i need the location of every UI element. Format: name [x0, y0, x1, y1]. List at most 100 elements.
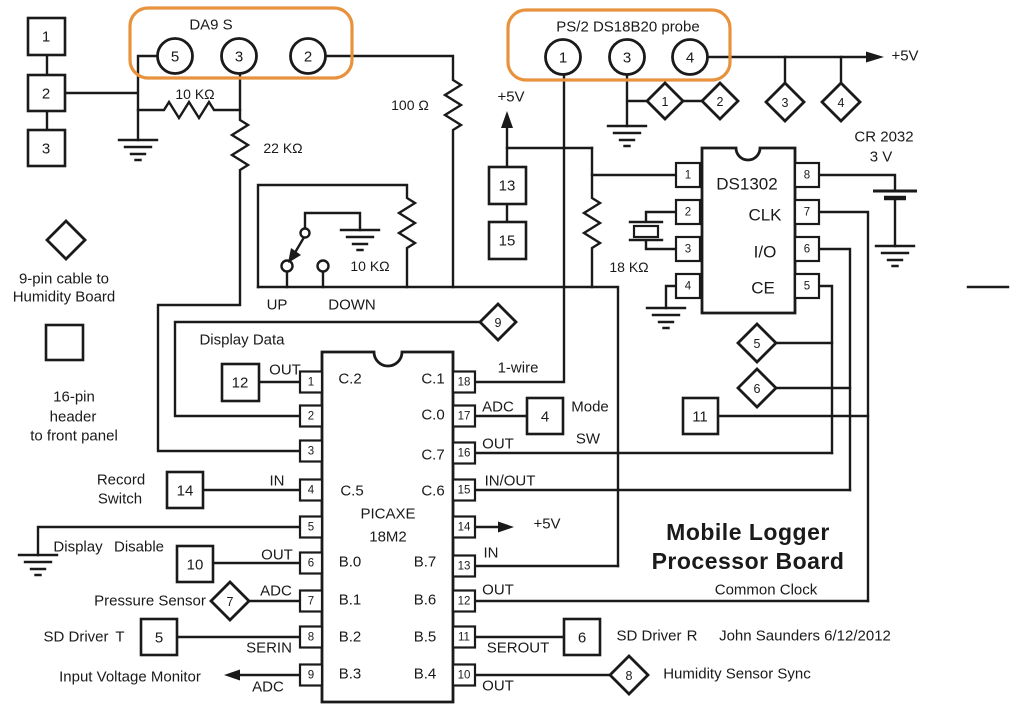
pin-number: 10	[458, 670, 471, 682]
plus5v-label: +5V	[891, 48, 918, 65]
header-box	[26, 16, 67, 57]
pin-number: 3	[685, 244, 691, 256]
picaxe-pin-boxes	[298, 370, 477, 687]
da9-label: DA9 S	[189, 17, 232, 34]
da9-pin-circle	[289, 37, 327, 75]
header-box-number: 1	[42, 29, 50, 46]
connector-da9: DA9 S 5 3 2	[128, 6, 354, 80]
header-box-number: 13	[499, 178, 516, 195]
diamond-pin	[764, 81, 806, 123]
pin-box	[674, 161, 702, 189]
pin-number: 13	[458, 561, 471, 573]
pin-box	[674, 198, 702, 226]
port-label: B.4	[414, 666, 437, 683]
sd-driver-r-label: R	[687, 628, 698, 645]
humidity-sync-label: Humidity Sensor Sync	[663, 666, 811, 683]
pin-box	[298, 515, 324, 539]
ground-icon	[117, 138, 159, 162]
signal-label: OUT	[269, 362, 301, 379]
signal-label: OUT	[482, 582, 514, 599]
pin-number: 1	[685, 170, 691, 182]
pin-box	[451, 370, 477, 394]
battery-name: CR 2032	[854, 129, 913, 146]
pin-number: 4	[685, 281, 692, 293]
header-box	[139, 617, 179, 657]
switch-up-label: UP	[267, 297, 288, 314]
diamond-number: 6	[754, 382, 761, 396]
signal-label: OUT	[261, 547, 293, 564]
pin-box	[298, 589, 324, 613]
credit-label: John Saunders 6/12/2012	[719, 628, 891, 645]
da9-pin-number: 3	[235, 49, 243, 66]
resistor-value: 18 KΩ	[609, 259, 648, 275]
legend-square-caption: to front panel	[30, 428, 118, 445]
humidity-diamonds: 1 2 3 4 9 5 6 7 8	[209, 81, 862, 696]
picaxe-pin-numbers: 1 2 3 4 5 6 7 8 9 18 17 16 15 14 13 12 1…	[308, 377, 471, 682]
diamond-pin	[820, 81, 862, 123]
legend-square-caption: header	[50, 409, 97, 426]
port-label: B.5	[414, 629, 437, 646]
legend-square-caption: 16-pin	[53, 389, 95, 406]
da9-pin-number: 5	[171, 49, 179, 66]
ground-icon	[645, 306, 687, 330]
switch-down-label: DOWN	[328, 297, 376, 314]
ps2-pin-circle	[671, 38, 709, 76]
mode-sw-label: SW	[576, 431, 601, 448]
port-label: C.0	[421, 407, 444, 424]
legend-diamond-caption: 9-pin cable to	[19, 271, 109, 288]
pin-box	[674, 272, 702, 300]
signal-label: SEROUT	[487, 640, 550, 657]
pin-number: 8	[308, 632, 314, 644]
ps2-pin-circle	[608, 38, 646, 76]
header-box-number: 4	[541, 409, 549, 426]
ps2-outline	[506, 8, 732, 82]
ps2-pin-number: 1	[559, 50, 567, 67]
port-label: C.1	[421, 371, 444, 388]
diamond-number: 1	[662, 95, 669, 109]
port-label: B.3	[339, 666, 362, 683]
diamond-number: 7	[227, 595, 234, 609]
diamond-pin	[645, 81, 685, 121]
header-box	[175, 544, 215, 584]
header-box-number: 5	[155, 630, 163, 647]
resistor-value: 10 KΩ	[175, 86, 214, 102]
pin-number: 4	[308, 485, 315, 497]
header-box	[681, 396, 720, 436]
pin-box	[451, 478, 477, 502]
header-box	[165, 470, 205, 510]
pin-box	[451, 441, 477, 465]
pin-number: 1	[308, 377, 314, 389]
pin-number: 2	[685, 207, 691, 219]
pin-number: 11	[458, 632, 470, 644]
pin-box	[793, 161, 821, 189]
pin-box	[451, 625, 477, 649]
picaxe-name: PICAXE	[360, 506, 415, 523]
signal-label: ADC	[252, 679, 284, 696]
legend-square-icon	[44, 323, 85, 362]
pin-box	[298, 370, 324, 394]
ground-icon	[874, 244, 916, 268]
pin-box	[298, 625, 324, 649]
ps2-pin-number: 3	[623, 50, 631, 67]
picaxe-port-labels: C.2 C.5 B.0 B.1 B.2 B.3 C.1 C.0 C.7 C.6 …	[338, 371, 444, 683]
ground-icon	[339, 228, 381, 252]
header-box	[487, 220, 528, 261]
signal-label: OUT	[482, 678, 514, 695]
pin-number: 18	[458, 377, 471, 389]
diamond-pin	[478, 302, 518, 342]
header-box	[26, 73, 67, 113]
plus5v-label: +5V	[533, 516, 560, 533]
header-box-number: 3	[42, 141, 50, 158]
diamond-pin	[736, 367, 778, 409]
ps2-pin-number: 4	[686, 50, 694, 67]
pin-box	[451, 404, 477, 428]
header-box-number: 14	[177, 483, 194, 500]
port-label: C.7	[421, 447, 444, 464]
signal-label: 1-wire	[498, 360, 539, 377]
port-label: B.0	[339, 554, 362, 571]
da9-outline	[128, 6, 354, 80]
port-label: B.6	[414, 592, 437, 609]
resistor-value: 100 Ω	[391, 97, 429, 113]
port-label: B.7	[414, 554, 437, 571]
